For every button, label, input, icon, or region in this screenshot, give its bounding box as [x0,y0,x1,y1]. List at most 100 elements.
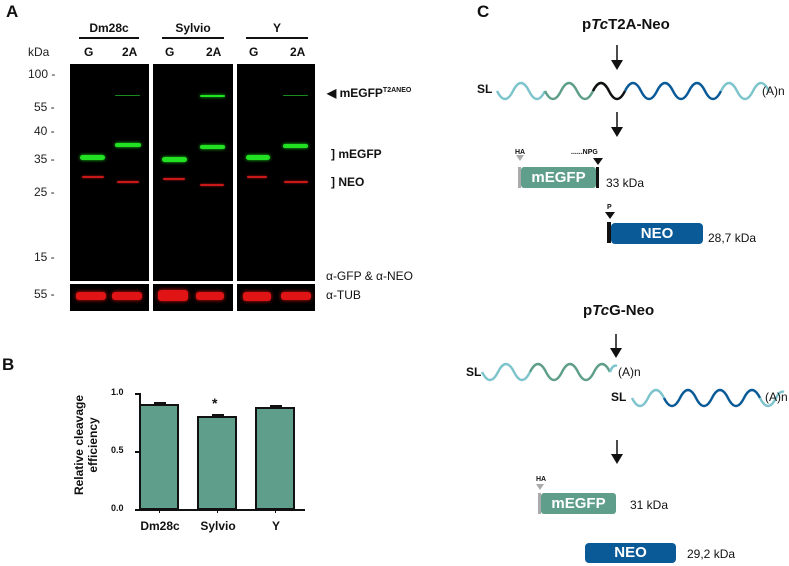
ha-label: HA [515,149,526,156]
strain-label: Sylvio [175,21,211,35]
band-fusion [283,95,308,96]
strain-label: Dm28c [89,21,129,35]
tub-blot-dm28c [70,284,149,311]
fusion-annotation: ◀ mEGFPT2ANEO [327,86,411,100]
band-tub [112,292,142,300]
band-mEGFP [115,143,141,147]
mrna-wave-g-neo [630,388,785,408]
marker-100: 100 - [28,67,56,81]
fusion-superscript: T2ANEO [382,87,412,94]
y-tick [135,393,139,395]
x-tick-label: Y [271,519,280,533]
proline-tag [607,222,611,243]
strain-underline [246,37,308,39]
lane-label: 2A [122,45,138,59]
band-mEGFP [200,145,225,149]
x-tick [217,510,218,513]
band-neo [247,176,267,178]
sl-label: SL [611,390,627,404]
arrow-down-icon [611,440,623,464]
mEGFP-protein-box: mEGFP [521,167,596,188]
neo-annotation: ] NEO [331,175,365,189]
neo-mass: 29,2 kDa [687,547,736,561]
blot-y [237,64,315,281]
y-tick [135,451,139,453]
mrna-wave-t2a [495,81,771,101]
sl-label: SL [466,365,482,379]
band-neo [163,178,185,180]
fusion-label: mEGFP [339,86,383,100]
panel-b-letter: B [2,355,15,374]
mEGFP-protein-box: mEGFP [541,493,616,514]
bar-sylvio [197,416,237,510]
band-neo [117,181,139,183]
construct-t2a-title: pTcT2A-Neo [582,16,670,33]
title-suffix: G-Neo [609,302,655,319]
x-tick-label: Sylvio [200,519,236,533]
significance-marker: * [212,395,218,411]
y-tick-label: 1.0 [111,387,124,397]
lane-label: 2A [290,45,306,59]
band-tub [243,292,271,301]
lane-label: G [165,45,175,59]
2a-peptide [596,167,599,188]
neo-mass: 28,7 kDa [708,231,757,245]
sl-label: SL [477,82,493,96]
band-fusion [200,95,225,97]
ha-tag [518,167,521,188]
error-cap [154,402,166,404]
band-neo [82,176,104,178]
band-mEGFP [246,155,270,160]
ha-marker-icon [516,155,524,161]
marker-40: 40 - [34,124,55,138]
strain-underline [79,37,139,39]
band-tub [158,290,188,301]
kda-axis-label: kDa [28,45,50,59]
band-tub [76,292,106,300]
construct-g-title: pTcG-Neo [583,302,654,319]
p-marker-icon [605,212,615,219]
bar-dm28c [139,404,179,510]
marker-25: 25 - [34,185,55,199]
neo-protein-box: NEO [611,223,703,244]
band-fusion [115,95,140,96]
mEGFP-mass: 33 kDa [606,176,645,190]
ha-tag [538,493,541,514]
marker-15: 15 - [34,250,55,264]
lane-label: 2A [206,45,222,59]
x-tick-label: Dm28c [140,519,180,533]
mrna-wave-g-egfp [480,362,618,382]
bar-y [255,407,295,510]
strain-label: Y [272,21,281,35]
tubulin-antibody-label: α-TUB [326,288,361,302]
title-suffix: T2A-Neo [608,16,670,33]
mEGFP-mass: 31 kDa [630,498,669,512]
y-tick-label: 0.0 [111,503,124,513]
strain-underline [162,37,224,39]
egfp-annotation: ] mEGFP [331,147,382,161]
band-tub [281,292,311,300]
y-tick-label: 0.5 [111,445,124,455]
band-tub [196,292,224,300]
marker-tub-55: 55 - [34,287,55,301]
band-neo [200,184,224,186]
p-label: P [607,204,612,211]
title-prefix: p [582,16,592,33]
marker-55: 55 - [34,100,55,114]
neo-protein-box: NEO [585,543,676,563]
panel-a-letter: A [6,2,19,21]
polya-label: (A)n [765,390,788,404]
polya-label: (A)n [762,84,785,98]
marker-35: 35 - [34,152,55,166]
x-tick [275,510,276,513]
tub-blot-sylvio [153,284,233,311]
tub-blot-y [237,284,315,311]
title-italic: Tc [592,302,610,319]
x-tick [159,510,160,513]
arrow-down-icon [610,334,622,358]
band-mEGFP [162,157,187,162]
panel-c-letter: C [477,2,490,21]
antibody-label: α-GFP & α-NEO [326,269,413,283]
arrow-down-icon [611,112,623,137]
title-italic: Tc [591,16,609,33]
